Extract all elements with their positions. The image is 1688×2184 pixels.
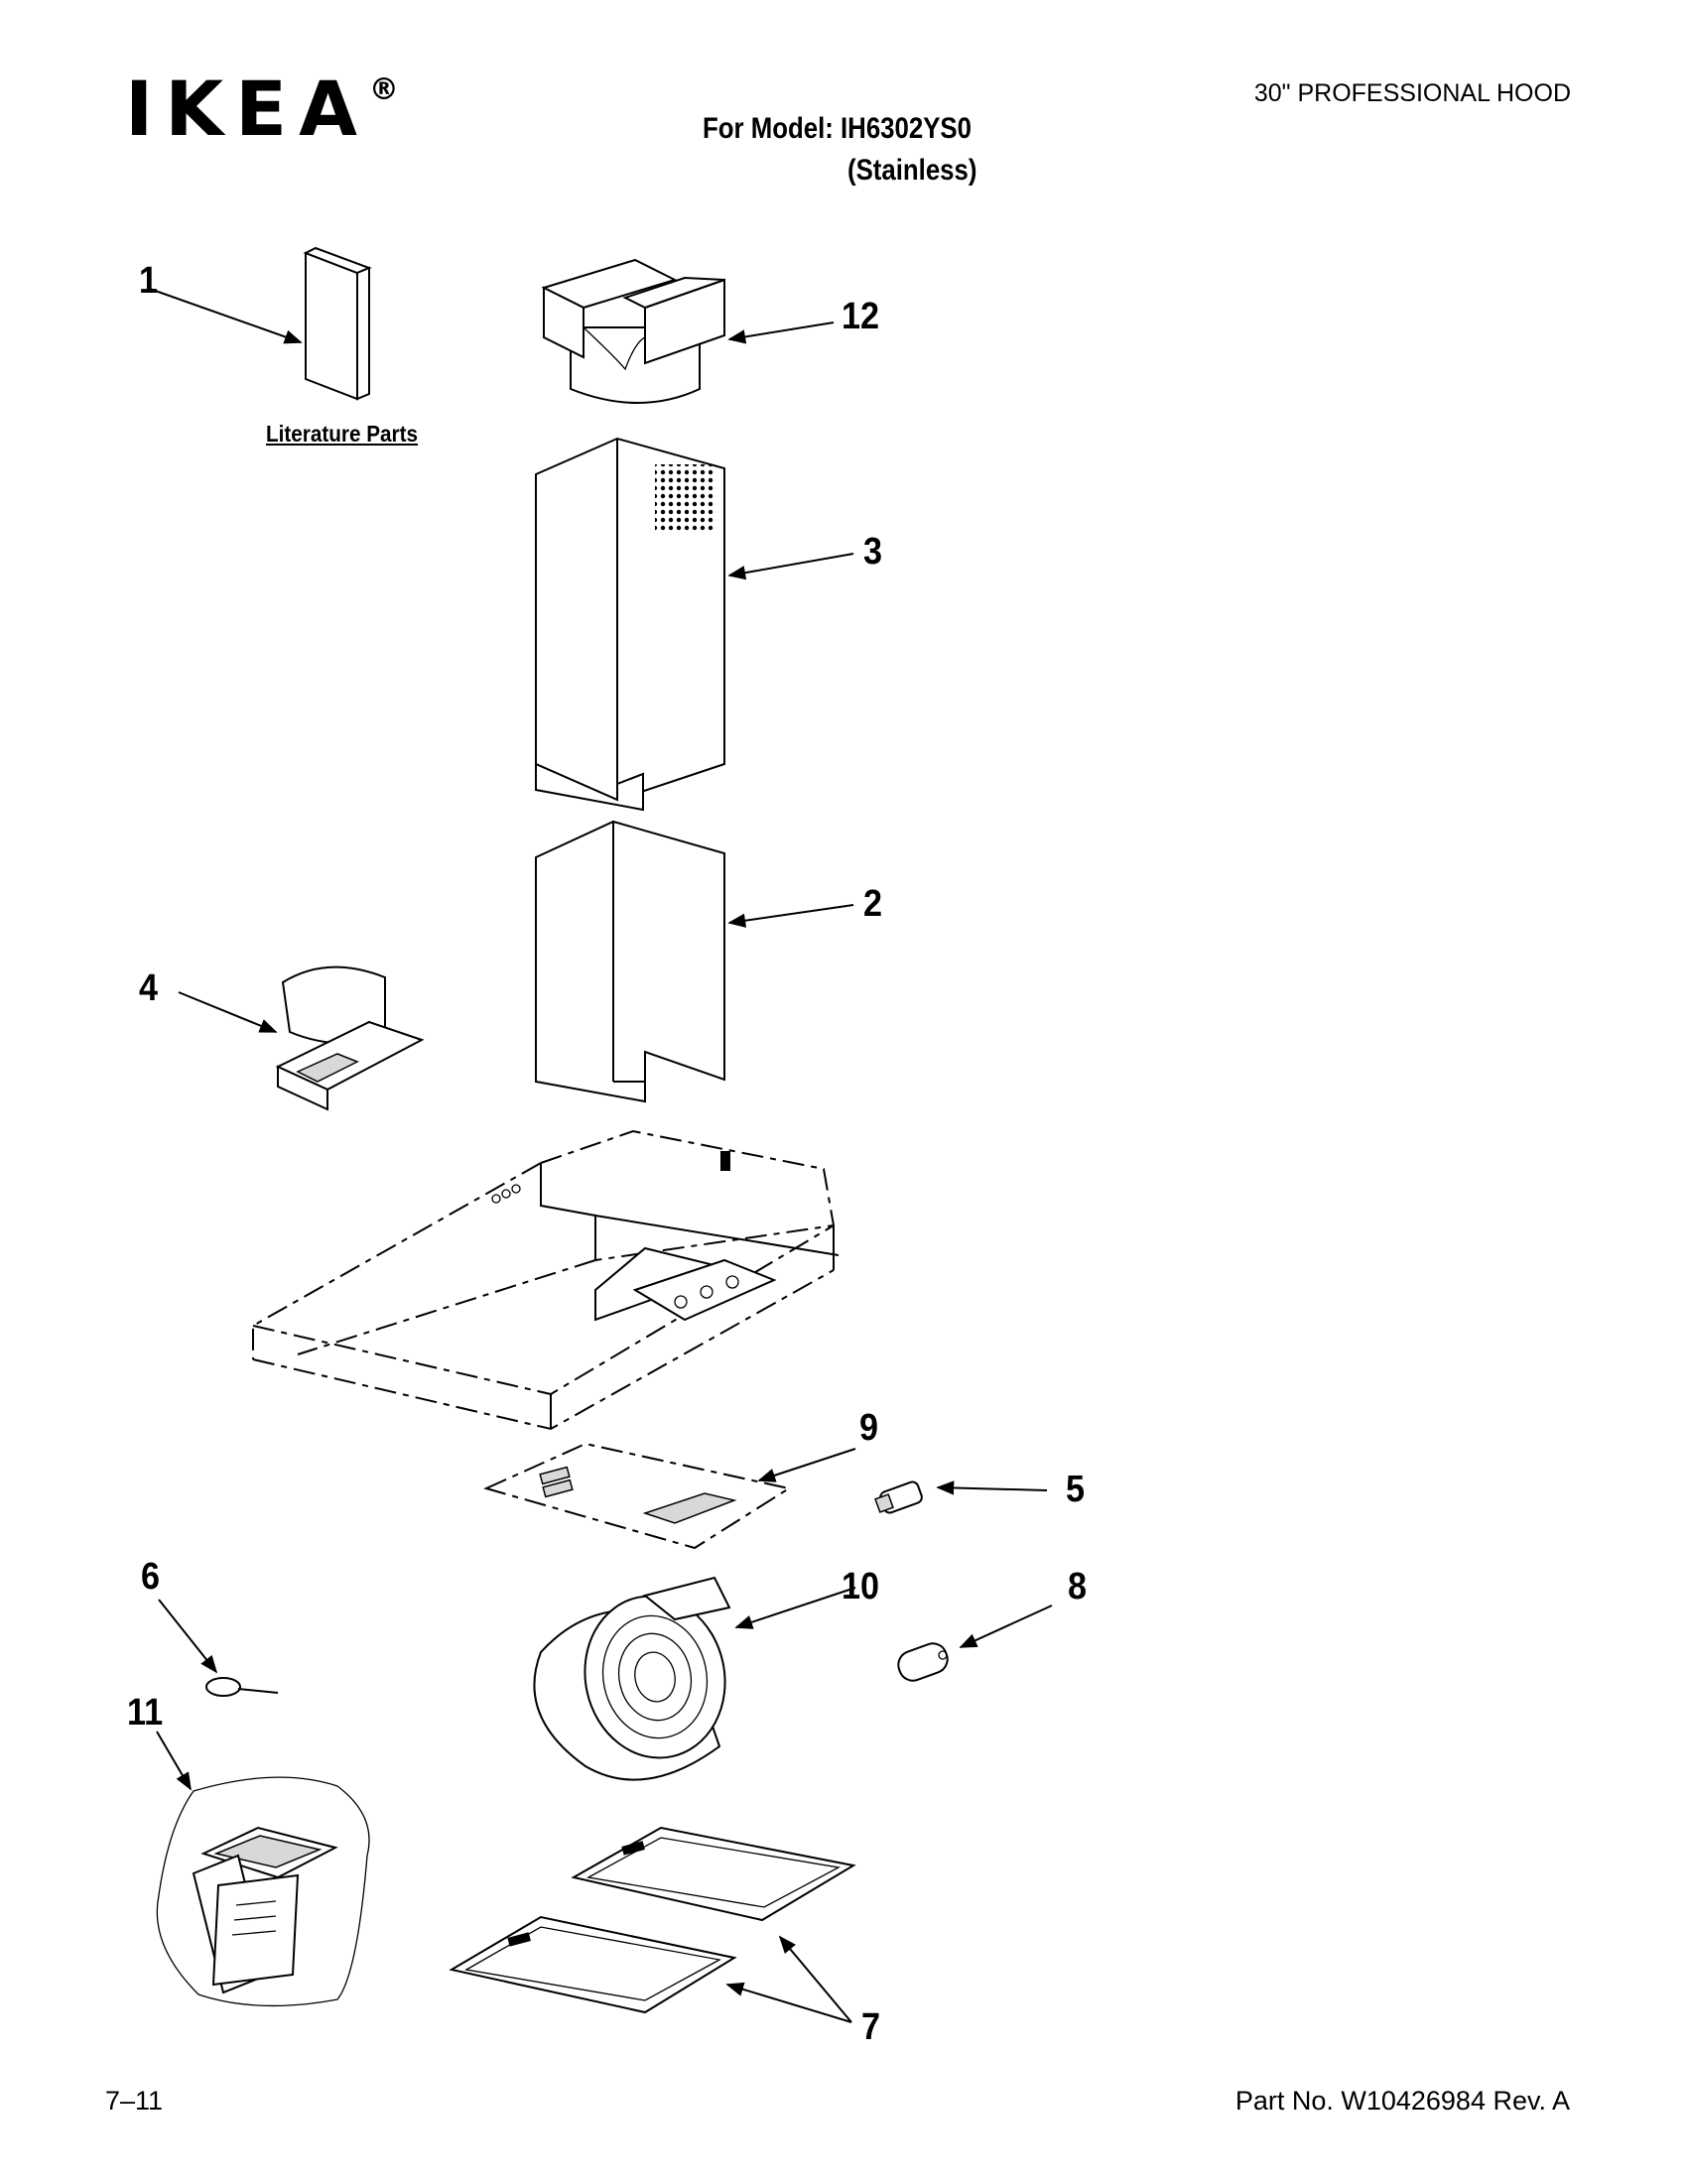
- part-6-clip: [158, 1599, 279, 1697]
- callout-2: 2: [863, 883, 883, 925]
- callout-1: 1: [139, 260, 159, 302]
- date-code: 7–11: [105, 2086, 164, 2116]
- callout-11: 11: [127, 1692, 164, 1734]
- part-10-blower: [533, 1576, 856, 1781]
- product-title: 30" PROFESSIONAL HOOD: [1253, 79, 1571, 107]
- ikea-logo: IKEA®: [125, 64, 399, 153]
- part-7-grease-filters: [449, 1826, 856, 2023]
- callout-10: 10: [842, 1566, 880, 1607]
- hood-body: [252, 1129, 840, 1431]
- callout-7: 7: [861, 2006, 881, 2048]
- color-line: (Stainless): [847, 154, 977, 187]
- part-4-damper: [178, 965, 425, 1111]
- part-11-filter-kit: [156, 1731, 370, 2007]
- callout-8: 8: [1068, 1566, 1088, 1607]
- part-3-upper-chimney: [535, 437, 854, 812]
- part-2-lower-chimney: [535, 820, 854, 1103]
- callout-5: 5: [1066, 1469, 1086, 1510]
- part-9-controls: [483, 1442, 856, 1550]
- model-line: For Model: IH6302YS0: [703, 112, 972, 145]
- callout-4: 4: [139, 967, 159, 1009]
- part-number: Part No. W10426984 Rev. A: [1234, 2086, 1570, 2116]
- literature-parts-label: Literature Parts: [266, 421, 419, 447]
- part-1-literature: [146, 246, 372, 401]
- callout-3: 3: [863, 531, 883, 573]
- part-8-bulb: [897, 1605, 1053, 1682]
- part-12-duct-diverter: [541, 258, 835, 404]
- callout-6: 6: [141, 1556, 161, 1598]
- callout-9: 9: [859, 1407, 879, 1449]
- part-5-lamp-socket: [874, 1480, 1048, 1514]
- callout-12: 12: [842, 296, 880, 337]
